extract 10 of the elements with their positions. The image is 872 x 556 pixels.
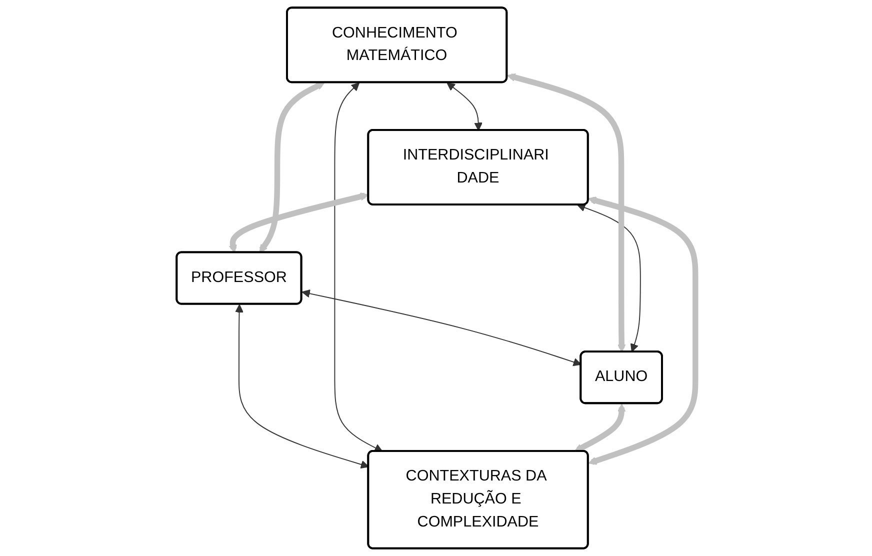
arrow <box>507 73 626 352</box>
arrow <box>446 82 482 131</box>
arrow <box>259 82 325 253</box>
arrow <box>235 304 369 469</box>
arrow <box>574 404 626 452</box>
arrow <box>334 82 383 452</box>
arrow <box>302 289 582 366</box>
arrow <box>577 204 641 352</box>
arrow <box>228 192 369 254</box>
arrow <box>588 196 698 465</box>
